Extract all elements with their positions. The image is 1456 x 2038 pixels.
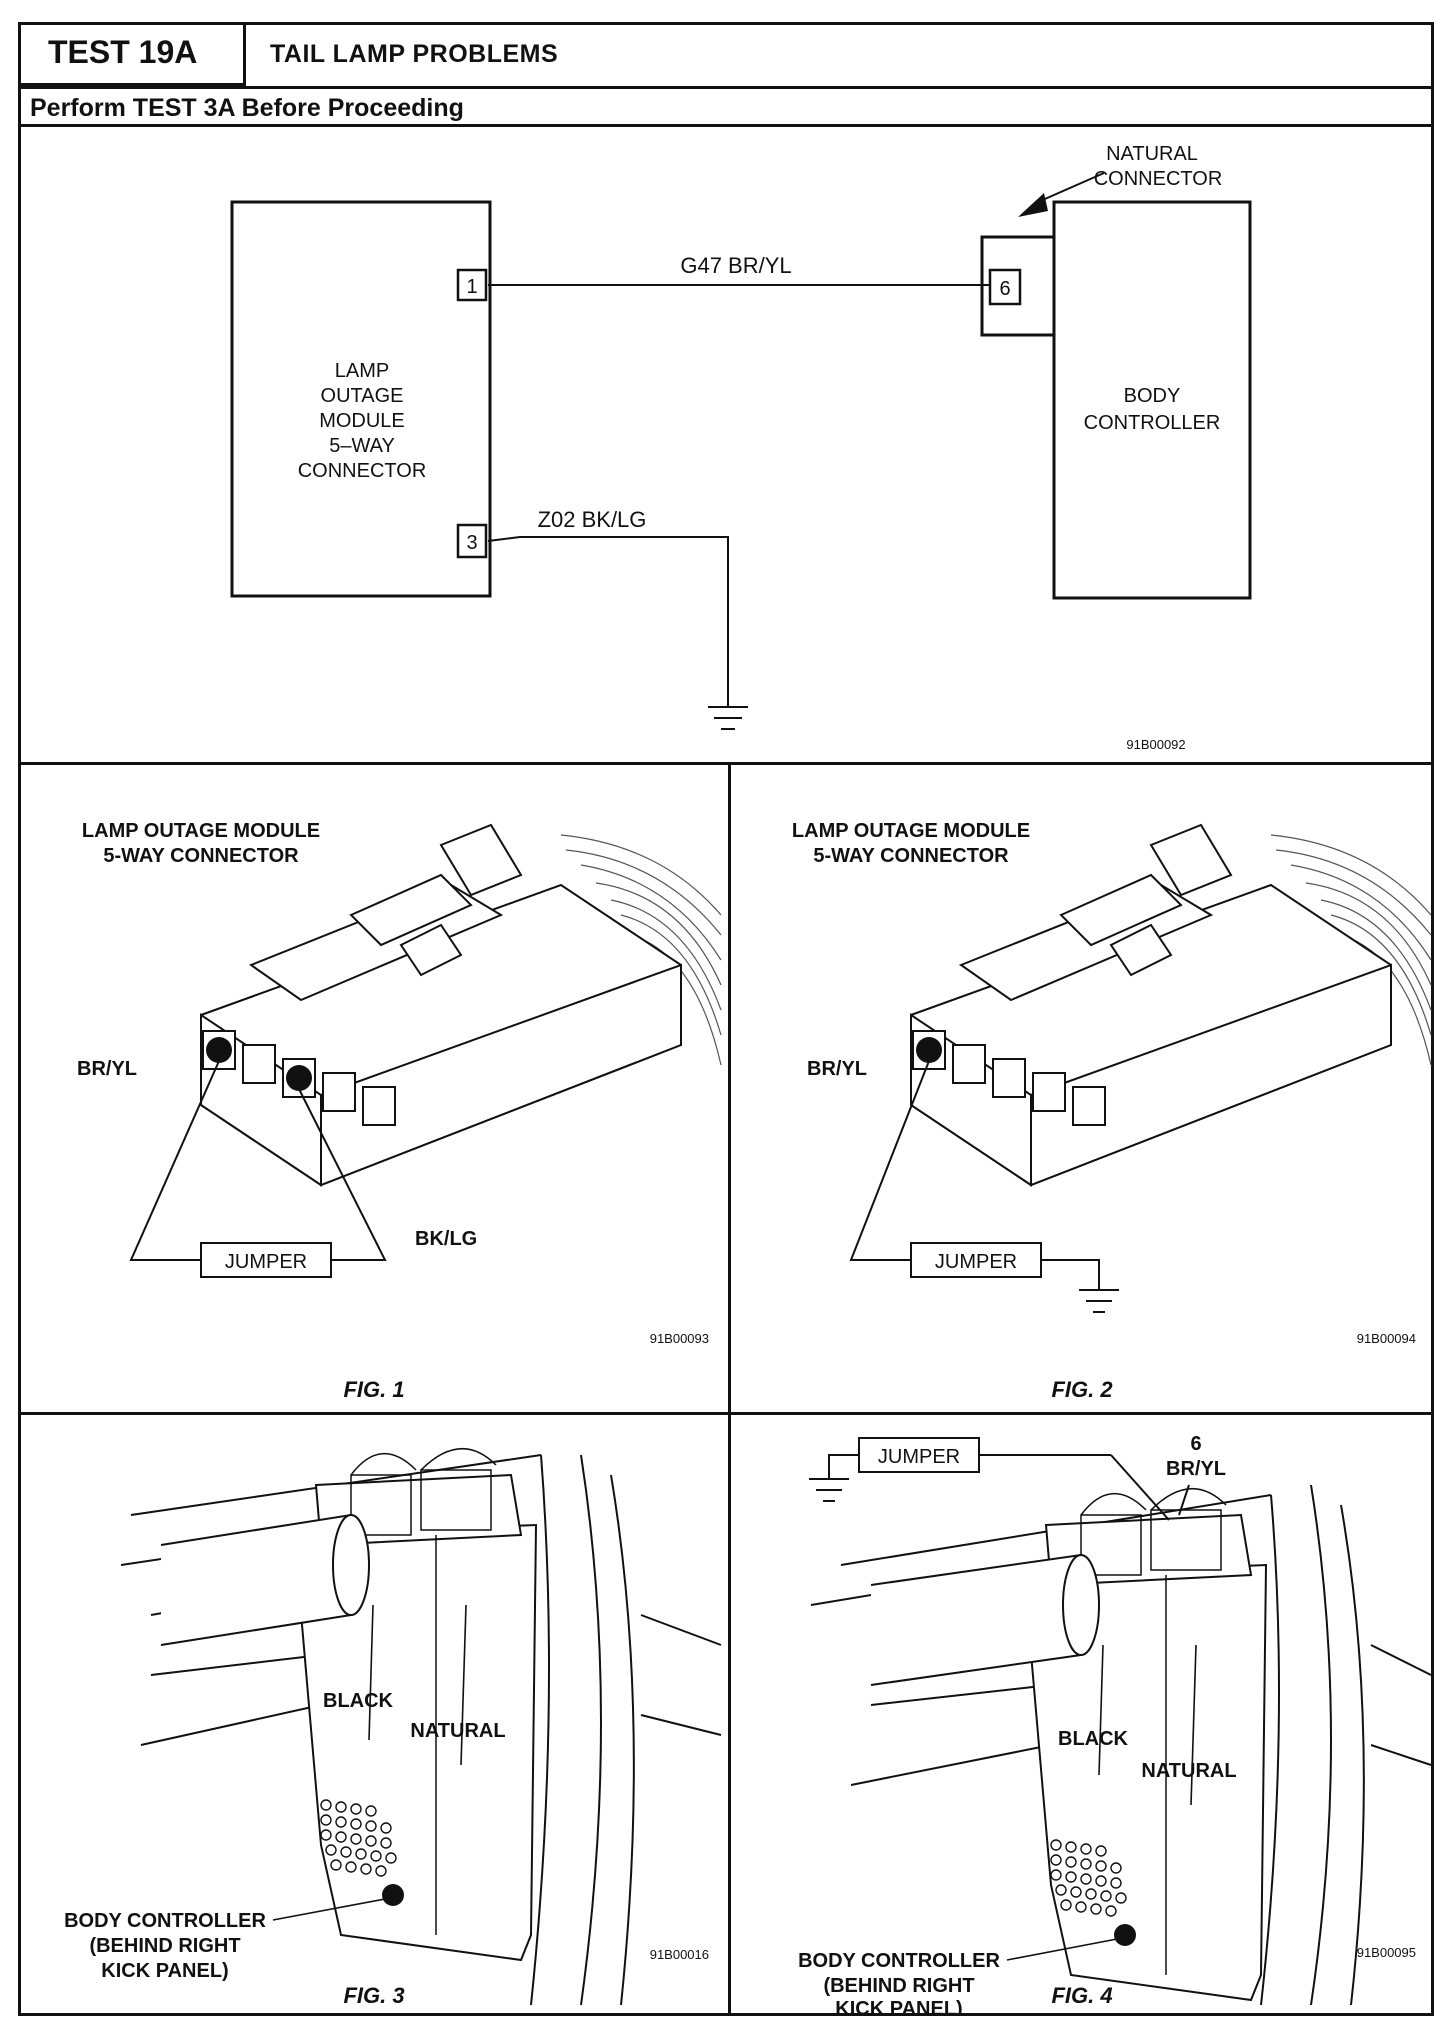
module-pin-3-box [456,523,488,559]
fig3-illustration: BLACK NATURAL BODY CONTROLLER (BEHIND RI… [64,1448,722,2008]
fig3-connectors [350,1448,497,1935]
fig2-jumper-left [849,1060,930,1261]
module-label-2: OUTAGE [321,385,404,407]
callout-leader [1037,172,1105,203]
fig4-body-controller [1025,1513,1268,2002]
fig1-caption: FIG. 1 [343,1377,404,1402]
fig1-label-br-yl: BR/YL [77,1058,137,1080]
fig4-callout-leader [1006,1938,1118,1961]
fig2-probe-br-yl [916,1037,942,1063]
fig3-vent-holes [320,1799,397,1877]
controller-label-2: CONTROLLER [1084,412,1221,434]
fig4-wire-label: BR/YL [1166,1458,1226,1480]
fig4-code: 91B00095 [1357,1945,1416,1960]
callout-arrowhead [1018,193,1048,217]
fig2-jumper-label: JUMPER [935,1251,1017,1273]
fig4-caption: FIG. 4 [1051,1983,1112,2008]
fig4-callout-1: BODY CONTROLLER [798,1950,1000,1972]
fig1-label-bk-lg: BK/LG [415,1228,477,1250]
wire-bottom-label: Z02 BK/LG [538,507,647,532]
divider-schematic [18,762,1434,765]
fig1-wire-bundle [560,834,722,1066]
fig1-probe-br-yl [206,1037,232,1063]
fig1-connector-body [200,823,682,1187]
page-subtitle: Perform TEST 3A Before Proceeding [30,94,464,122]
fig3-black-leader [368,1604,374,1741]
module-label-4: 5–WAY [329,435,395,457]
divider-sub [18,124,1434,127]
fig4-label-black: BLACK [1058,1728,1129,1750]
controller-pin-6: 6 [999,278,1010,300]
fig2-jumper-to-ground [1041,1259,1100,1290]
fig4-ground-wire [828,1454,859,1479]
fig4-vent-holes [1050,1839,1127,1917]
fig3-callout-2: (BEHIND RIGHT [89,1935,240,1957]
wire-top-label: G47 BR/YL [680,253,791,278]
fig2-illustration: LAMP OUTAGE MODULE 5-WAY CONNECTOR [792,820,1432,1402]
fig4-pin-leader [1178,1484,1190,1516]
fig1-jumper-left [129,1060,220,1261]
fig3-callout-1: BODY CONTROLLER [64,1910,266,1932]
fig2-label-br-yl: BR/YL [807,1058,867,1080]
page-title: TAIL LAMP PROBLEMS [270,40,559,68]
fig4-marker-dot [1114,1924,1136,1946]
fig4-jumper-probe [1110,1454,1170,1521]
fig1-title-1: LAMP OUTAGE MODULE [82,820,320,842]
fig2-title-2: 5-WAY CONNECTOR [813,845,1009,867]
controller-pin-6-box [988,268,1022,306]
fig1-code: 91B00093 [650,1331,709,1346]
fig2-caption: FIG. 2 [1051,1377,1113,1402]
fig1-title-2: 5-WAY CONNECTOR [103,845,299,867]
module-label-1: LAMP [335,360,389,382]
fig4-natural-leader [1190,1644,1197,1806]
fig4-background-structure [810,1484,1432,2006]
fig2-title-1: LAMP OUTAGE MODULE [792,820,1030,842]
wiring-schematic: 1 3 6 G47 BR/YL Z02 BK/LG LAMP OUTAGE MO… [230,143,1252,752]
fig4-label-natural: NATURAL [1141,1760,1236,1782]
fig4-illustration: JUMPER 6 BR/YL BLACK NATURAL BODY CONTRO… [798,1433,1432,2013]
body-controller-box [1052,200,1252,600]
fig4-callout-3: KICK PANEL) [835,1998,962,2013]
fig4-callout-2: (BEHIND RIGHT [823,1975,974,1997]
controller-label-1: BODY [1124,385,1181,407]
divider-vertical [728,762,731,2016]
test-id: TEST 19A [18,22,246,86]
module-label-5: CONNECTOR [298,460,427,482]
fig3-callout-leader [272,1898,386,1921]
divider-figs-top [18,1412,1434,1415]
fig4-jumper-label: JUMPER [878,1446,960,1468]
fig3-label-natural: NATURAL [410,1720,505,1742]
schematic-code: 91B00092 [1126,737,1185,752]
module-pin-3: 3 [466,532,477,554]
fig3-callout-3: KICK PANEL) [101,1960,228,1982]
fig2-jumper-box [910,1242,1042,1278]
fig3-label-black: BLACK [323,1690,394,1712]
fig2-wire-bundle [1270,834,1432,1066]
fig2-connector-body [910,823,1392,1187]
fig4-pipe [870,1553,1100,1686]
fig3-marker-dot [382,1884,404,1906]
module-label-3: MODULE [319,410,405,432]
fig3-code: 91B00016 [650,1947,709,1962]
fig1-probe-bk-lg [286,1065,312,1091]
fig3-natural-leader [460,1604,467,1766]
fig3-caption: FIG. 3 [343,1983,404,2008]
connector-callout-2: CONNECTOR [1094,168,1223,190]
fig4-connectors [1080,1488,1227,1975]
fig4-pin-label: 6 [1190,1433,1201,1455]
connector-callout-1: NATURAL [1106,143,1198,165]
header-divider [18,86,1434,89]
fig1-jumper-box [200,1242,332,1278]
fig1-jumper-right [298,1088,387,1261]
fig1-jumper-label: JUMPER [225,1251,307,1273]
wire-z02 [487,536,729,707]
module-pin-1-box [456,268,488,302]
lamp-outage-module-box [230,200,492,598]
module-pin-1: 1 [466,276,477,298]
fig2-code: 91B00094 [1357,1331,1416,1346]
page-frame [18,22,1434,2016]
fig4-black-leader [1098,1644,1104,1776]
fig3-pipe [160,1513,370,1646]
fig1-illustration: LAMP OUTAGE MODULE 5-WAY CONNECTOR BR/YL [77,820,722,1402]
